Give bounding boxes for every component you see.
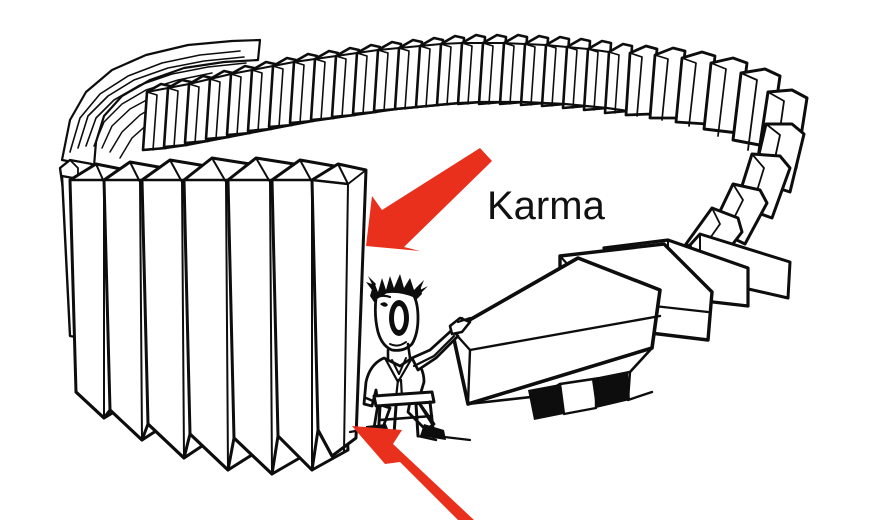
standing-dominoes-arc-top <box>60 33 634 168</box>
standing-dominoes-foreground <box>58 156 368 476</box>
fallen-dominoes <box>450 232 792 420</box>
standing-dominoes-right <box>624 44 809 268</box>
karma-arrow-lower <box>352 426 474 520</box>
seated-man <box>348 274 472 442</box>
karma-arrow-upper <box>366 148 492 251</box>
karma-caption: Karma <box>487 184 605 228</box>
